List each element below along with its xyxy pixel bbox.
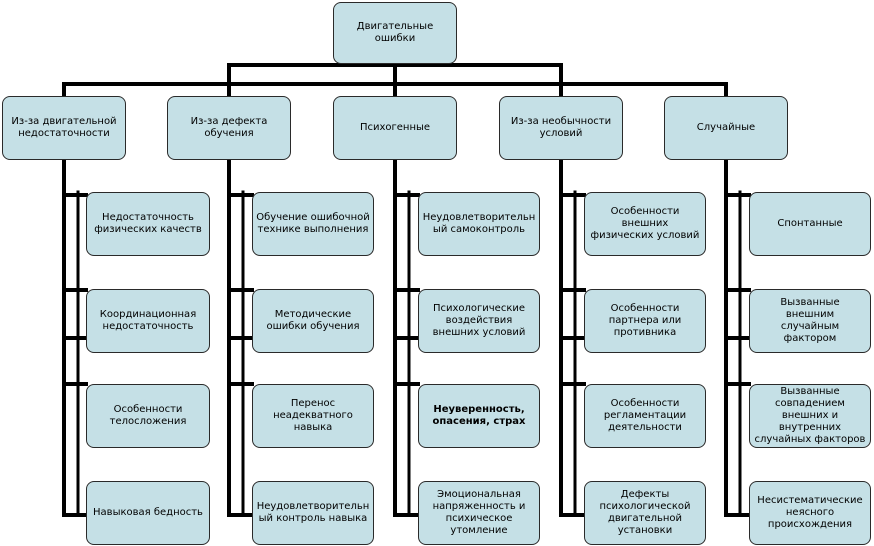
item-physical-qualities: Недостаточность физических качеств	[86, 192, 210, 256]
item-skill-transfer: Перенос неадекватного навыка	[252, 384, 374, 448]
item-method-errors: Методические ошибки обучения	[252, 289, 374, 353]
item-external-random: Вызванные внешним случайным фактором	[749, 289, 871, 353]
item-fear: Неуверенность, опасения, страх	[418, 384, 540, 448]
item-self-control: Неудовлетворительн ый самоконтроль	[418, 192, 540, 256]
item-regulation: Особенности регламентации деятельности	[584, 384, 706, 448]
category-motor-insufficiency: Из-за двигательной недостаточности	[2, 96, 126, 160]
item-skill-poverty: Навыковая бедность	[86, 481, 210, 545]
item-skill-control: Неудовлетворительн ый контроль навыка	[252, 481, 374, 545]
category-psychogenic: Психогенные	[333, 96, 457, 160]
item-spontaneous: Спонтанные	[749, 192, 871, 256]
category-unusual-conditions: Из-за необычности условий	[499, 96, 623, 160]
item-coincidence: Вызванные совпадением внешних и внутренн…	[749, 384, 871, 448]
item-external-conditions: Особенности внешних физических условий	[584, 192, 706, 256]
category-random: Случайные	[664, 96, 788, 160]
item-wrong-technique: Обучение ошибочной технике выполнения	[252, 192, 374, 256]
item-psych-influence: Психологические воздействия внешних усло…	[418, 289, 540, 353]
item-coordination: Координационная недостаточность	[86, 289, 210, 353]
item-emotional-tension: Эмоциональная напряженность и психическо…	[418, 481, 540, 545]
item-psych-set: Дефекты психологической двигательной уст…	[584, 481, 706, 545]
item-partner: Особенности партнера или противника	[584, 289, 706, 353]
item-unsystematic: Несистематические неясного происхождения	[749, 481, 871, 545]
root-node: Двигательные ошибки	[333, 2, 457, 64]
item-physique: Особенности телосложения	[86, 384, 210, 448]
category-training-defect: Из-за дефекта обучения	[167, 96, 291, 160]
